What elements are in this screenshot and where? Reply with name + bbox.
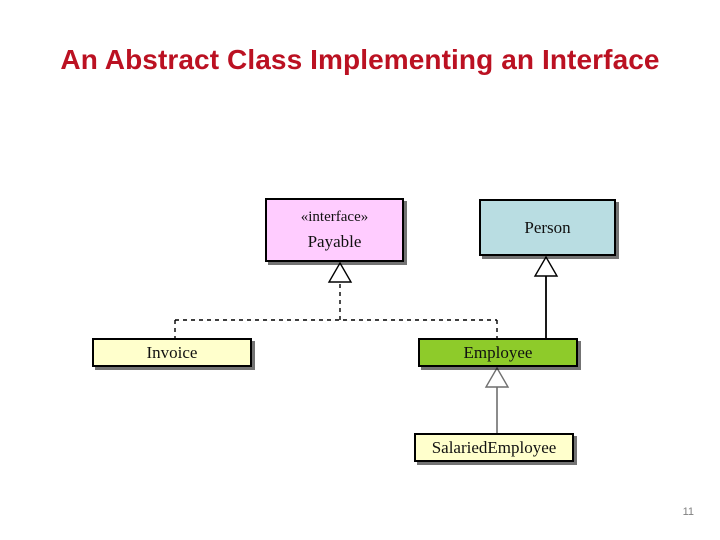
uml-class-salariedemployee[interactable]: SalariedEmployee <box>414 433 574 462</box>
salariedemployee-class-name: SalariedEmployee <box>431 437 557 457</box>
uml-class-person[interactable]: Person <box>479 199 616 256</box>
edge-employee-extends-person <box>533 255 559 338</box>
employee-class-name: Employee <box>463 342 533 362</box>
edge-salariedemployee-extends-employee <box>484 366 510 433</box>
hollow-triangle-arrowhead-icon <box>327 261 353 283</box>
payable-class-name: Payable <box>307 231 362 251</box>
invoice-class-name: Invoice <box>146 342 198 362</box>
hollow-triangle-arrowhead-icon <box>533 255 559 277</box>
hollow-triangle-arrowhead-icon <box>484 366 510 388</box>
person-class-name: Person <box>524 217 571 237</box>
page-title: An Abstract Class Implementing an Interf… <box>60 44 660 75</box>
payable-stereotype: «interface» <box>300 209 369 225</box>
uml-class-payable[interactable]: «interface» Payable <box>265 198 404 262</box>
edge-invoice-implements-payable <box>174 261 498 338</box>
uml-class-employee[interactable]: Employee <box>418 338 578 367</box>
uml-class-invoice[interactable]: Invoice <box>92 338 252 367</box>
page-number: 11 <box>682 506 694 518</box>
